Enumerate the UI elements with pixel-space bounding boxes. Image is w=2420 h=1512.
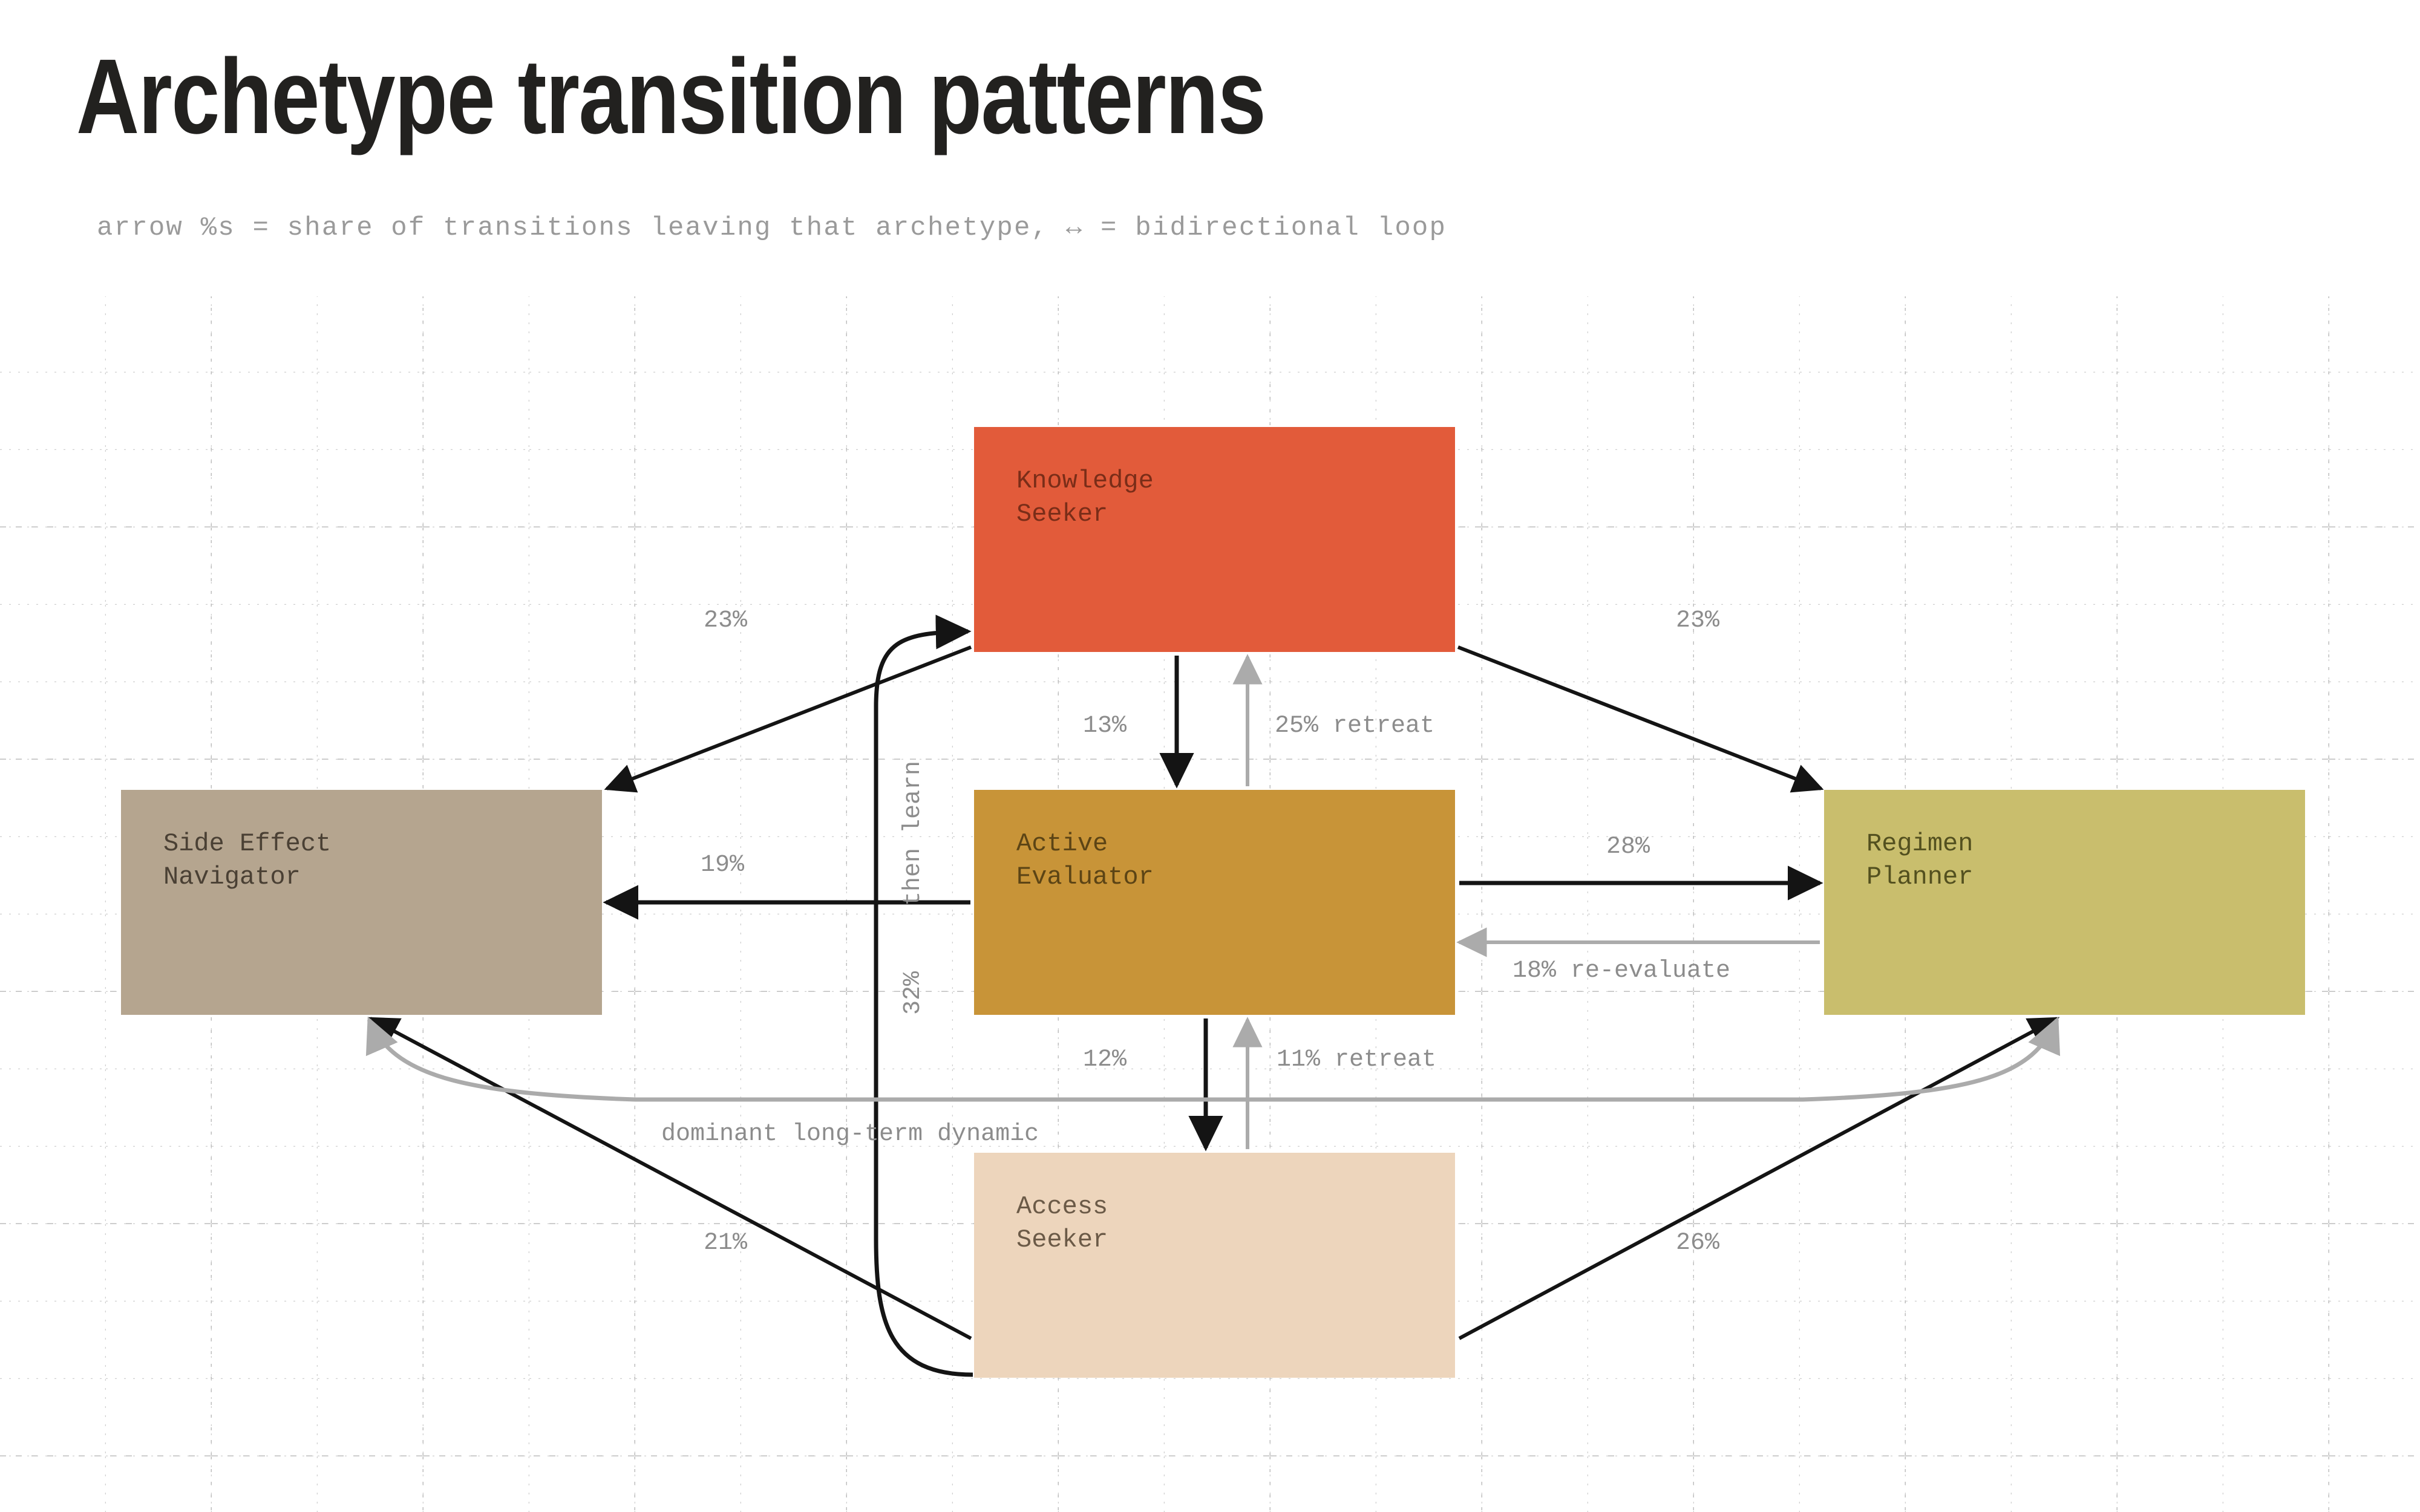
page-header: Archetype transition patterns arrow %s =… <box>0 0 2420 296</box>
edge-ks-to-rp <box>1457 645 1824 793</box>
node-label-regimen-planner: Regimen Planner <box>1866 829 1974 892</box>
edge-label-as-to-sen: 21% <box>704 1230 748 1257</box>
node-active-evaluator[interactable]: Active Evaluator <box>974 790 1455 1015</box>
edge-label-ae-to-ks: 25% retreat <box>1275 712 1435 740</box>
edge-as-to-ks <box>874 614 973 1377</box>
node-regimen-planner[interactable]: Regimen Planner <box>1824 790 2305 1015</box>
edge-loop-sen-rp <box>365 1016 2061 1102</box>
edge-label-ks-to-ae: 13% <box>1083 712 1127 740</box>
node-label-active-evaluator: Active Evaluator <box>1016 829 1154 892</box>
edge-as-to-sen <box>367 1017 972 1340</box>
page-title: Archetype transition patterns <box>76 37 1266 156</box>
edge-label-ae-to-as: 12% <box>1083 1046 1127 1074</box>
edge-label-ae-to-rp: 28% <box>1606 833 1650 861</box>
edge-layer <box>365 614 2061 1377</box>
node-label-side-effect-navigator: Side Effect Navigator <box>163 829 332 892</box>
edge-label-rp-to-ae: 18% re-evaluate <box>1512 957 1731 985</box>
edge-as-to-rp <box>1458 1017 2060 1340</box>
node-knowledge-seeker[interactable]: Knowledge Seeker <box>974 427 1455 652</box>
node-access-seeker[interactable]: Access Seeker <box>974 1153 1455 1378</box>
edge-ks-to-sen <box>604 645 972 793</box>
page-subtitle: arrow %s = share of transitions leaving … <box>97 213 1447 243</box>
node-label-knowledge-seeker: Knowledge Seeker <box>1016 466 1154 529</box>
edge-label-as-to-ae: 11% retreat <box>1277 1046 1437 1074</box>
edge-label-as-to-rp: 26% <box>1676 1230 1720 1257</box>
edge-label-as-to-ks-annotation: then learn <box>900 760 927 906</box>
node-label-access-seeker: Access Seeker <box>1016 1192 1108 1255</box>
edge-label-ae-to-sen: 19% <box>701 852 745 879</box>
node-side-effect-navigator[interactable]: Side Effect Navigator <box>121 790 602 1015</box>
edge-label-loop: dominant long-term dynamic <box>661 1121 1039 1148</box>
edge-label-as-to-ks: 32% <box>900 971 927 1015</box>
edge-label-ks-to-rp: 23% <box>1676 607 1720 634</box>
diagram-canvas: Knowledge Seeker Side Effect Navigator A… <box>0 295 2420 1512</box>
edge-label-ks-to-sen: 23% <box>704 607 748 634</box>
